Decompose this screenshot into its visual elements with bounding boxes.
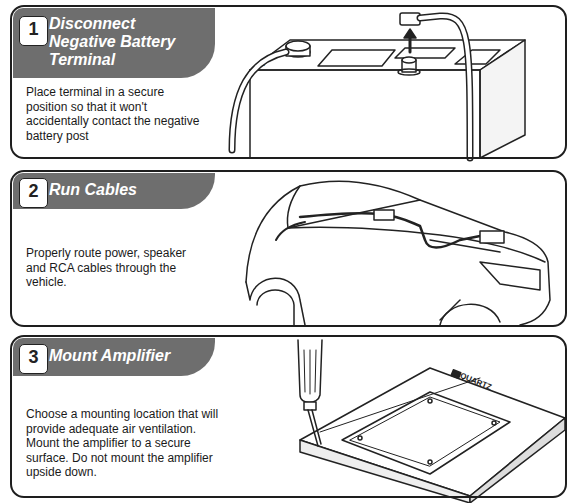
step-panel: Choose a mounting location that will pro…: [10, 335, 567, 498]
step-number: 3: [20, 346, 47, 368]
step-header: Run Cables2: [13, 173, 215, 209]
car-illustration: [246, 181, 550, 325]
amplifier-illustration: [298, 340, 565, 503]
step-number-badge: 3: [19, 344, 48, 374]
step-panel: Place terminal in a secure position so t…: [10, 5, 567, 159]
step-instructions: Properly route power, speaker and RCA ca…: [26, 246, 191, 290]
step-title: Disconnect Negative Battery Terminal: [49, 15, 204, 69]
step-number-badge: 2: [19, 178, 48, 208]
step-number: 2: [20, 180, 47, 202]
battery-illustration: -: [232, 13, 525, 158]
step-title: Mount Amplifier: [49, 347, 209, 365]
svg-text:-: -: [262, 60, 265, 70]
step-header: Disconnect Negative Battery Terminal1: [13, 8, 215, 78]
step-title: Run Cables: [49, 181, 209, 199]
step-panel: Properly route power, speaker and RCA ca…: [10, 170, 567, 327]
brand-label: QUARTZ: [459, 371, 493, 392]
step-instructions: Choose a mounting location that will pro…: [26, 407, 231, 480]
step-instructions: Place terminal in a secure position so t…: [26, 85, 201, 143]
step-number-badge: 1: [19, 16, 48, 46]
step-number: 1: [20, 18, 47, 40]
step-header: Mount Amplifier3: [13, 338, 215, 376]
